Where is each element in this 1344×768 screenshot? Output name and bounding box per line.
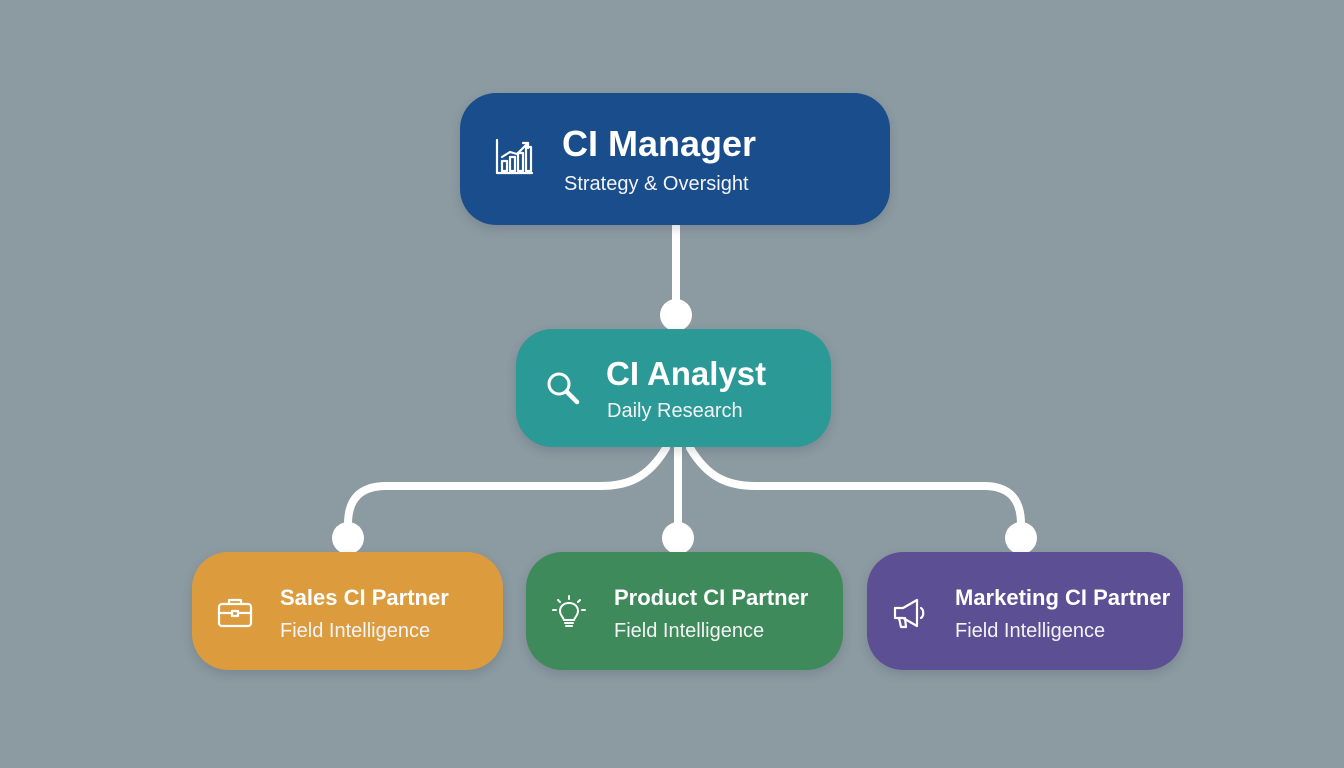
node-title: Product CI Partner — [614, 585, 809, 610]
node-marketing-ci-partner: Marketing CI Partner Field Intelligence — [867, 552, 1183, 670]
node-title: CI Analyst — [606, 355, 767, 392]
connector-dot-analyst-top — [660, 299, 692, 331]
connector-dot-sales — [332, 522, 364, 554]
node-product-ci-partner: Product CI Partner Field Intelligence — [526, 552, 843, 670]
edge-analyst-marketing — [686, 444, 1025, 542]
node-title: CI Manager — [562, 123, 757, 164]
node-subtitle: Daily Research — [607, 400, 743, 422]
edge-analyst-sales — [344, 444, 670, 542]
node-ci-manager: CI Manager Strategy & Oversight — [460, 93, 890, 225]
briefcase-icon — [217, 598, 253, 628]
node-ci-analyst: CI Analyst Daily Research — [516, 329, 831, 447]
node-subtitle: Field Intelligence — [280, 620, 431, 642]
node-subtitle: Field Intelligence — [614, 620, 765, 642]
lightbulb-icon — [552, 595, 586, 627]
bar-chart-icon — [495, 138, 534, 175]
node-title: Marketing CI Partner — [955, 585, 1171, 610]
node-sales-ci-partner: Sales CI Partner Field Intelligence — [192, 552, 503, 670]
connector-dot-marketing — [1005, 522, 1037, 554]
magnifier-icon — [547, 372, 580, 405]
megaphone-icon — [893, 598, 925, 629]
node-subtitle: Field Intelligence — [955, 620, 1106, 642]
node-subtitle: Strategy & Oversight — [564, 173, 749, 195]
node-title: Sales CI Partner — [280, 585, 449, 610]
connector-dot-product — [662, 522, 694, 554]
